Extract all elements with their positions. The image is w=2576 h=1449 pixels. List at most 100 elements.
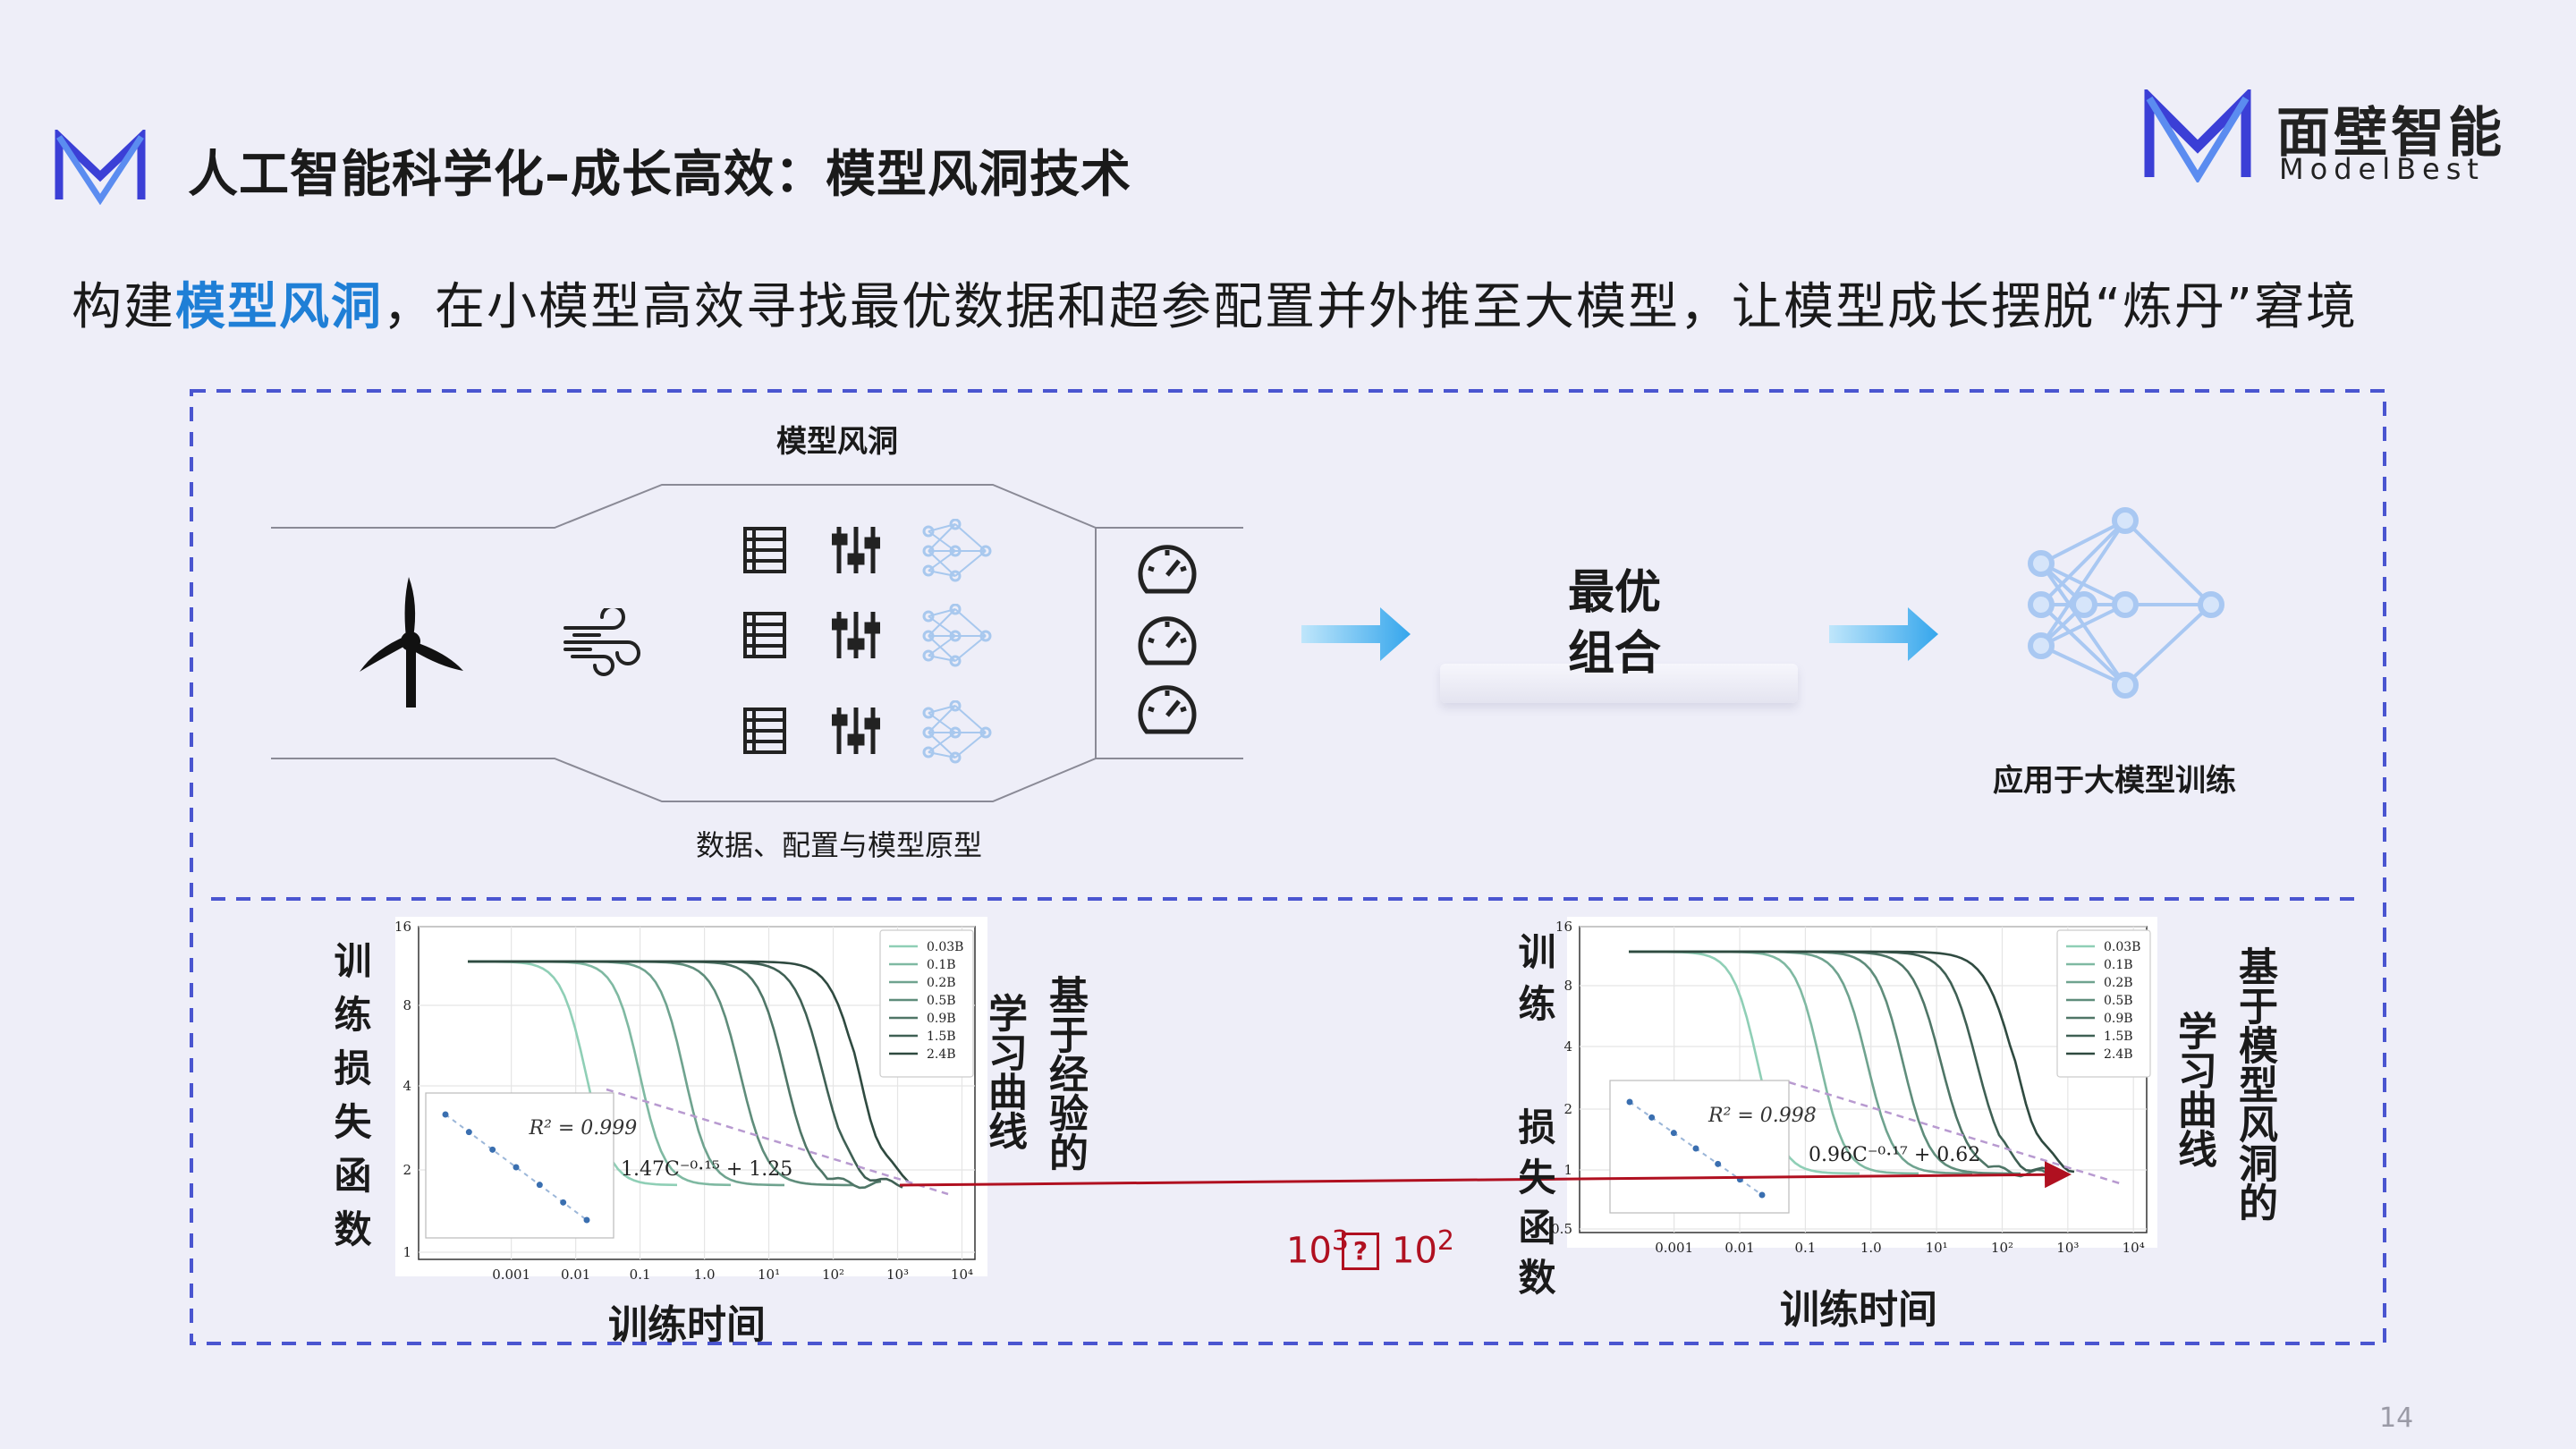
left-xtick-label: 10² xyxy=(822,1267,844,1283)
data-table-icon xyxy=(743,708,786,754)
left-ytick-label: 16 xyxy=(394,919,411,935)
subtitle: 构建模型风洞，在小模型高效寻找最优数据和超参配置并外推至大模型，让模型成长摆脱“… xyxy=(72,267,2358,339)
right-legend-label: 0.1B xyxy=(2104,958,2133,972)
right-ytick-label: 1 xyxy=(1563,1162,1572,1178)
header-logo-icon xyxy=(55,130,146,205)
right-inset-point xyxy=(1626,1098,1633,1106)
right-legend-label: 0.03B xyxy=(2104,940,2140,954)
right-legend-label: 1.5B xyxy=(2104,1030,2133,1044)
left-ytick-label: 4 xyxy=(402,1078,411,1094)
right-xtick-label: 0.001 xyxy=(1655,1240,1693,1256)
left-xtick-label: 0.1 xyxy=(630,1267,651,1283)
left-xtick-label: 10³ xyxy=(886,1267,909,1283)
right-xtick-label: 10⁴ xyxy=(2123,1240,2145,1256)
wind-turbine-icon xyxy=(360,577,463,708)
arrow-label-mid: ? xyxy=(1342,1233,1379,1270)
left-legend-box xyxy=(879,929,974,1078)
left-side-label-2: 学习曲线 xyxy=(981,993,1027,1150)
right-xtick-label: 0.01 xyxy=(1724,1240,1754,1256)
left-inset-point xyxy=(465,1129,472,1136)
right-ytick-label: 16 xyxy=(1555,919,1572,935)
right-xtick-label: 0.1 xyxy=(1794,1240,1816,1256)
optimal-pad xyxy=(1440,664,1798,703)
left-legend-label: 0.5B xyxy=(927,994,956,1008)
left-legend-label: 1.5B xyxy=(927,1030,956,1044)
left-legend-label: 0.03B xyxy=(927,940,963,954)
right-xtick-label: 1.0 xyxy=(1860,1240,1882,1256)
left-xtick-label: 1.0 xyxy=(694,1267,716,1283)
right-xtick-label: 10³ xyxy=(2056,1240,2079,1256)
left-legend-label: 2.4B xyxy=(927,1047,956,1062)
config-sliders-icon xyxy=(832,708,880,754)
left-inset-box xyxy=(425,1092,614,1239)
brand-logo-icon xyxy=(2144,89,2251,182)
model-prototype-icon xyxy=(922,604,992,667)
right-xlabel: 训练时间 xyxy=(1780,1287,1937,1333)
left-side-label-1: 基于经验的 xyxy=(1042,975,1088,1172)
extrapolation-arrow xyxy=(899,1161,2072,1189)
right-legend-label: 0.2B xyxy=(2104,976,2133,990)
right-xtick-label: 10² xyxy=(1991,1240,2013,1256)
right-side-label-1: 基于模型风洞的 xyxy=(2232,946,2277,1222)
left-ytick-label: 1 xyxy=(402,1244,411,1260)
arrow-label-b: 102 xyxy=(1392,1225,1454,1271)
tunnel-label: 模型风洞 xyxy=(776,424,898,460)
left-fit-formula: 1.47C⁻⁰·¹⁵ + 1.25 xyxy=(621,1158,792,1181)
gauge-icon xyxy=(1138,616,1197,665)
optimal-line1: 最优 xyxy=(1568,566,1662,620)
right-inset-point xyxy=(1715,1160,1722,1167)
optimal-line2: 组合 xyxy=(1568,627,1662,681)
right-ylabel-bottom: 损失函数 xyxy=(1513,1107,1556,1308)
gauge-icon xyxy=(1138,685,1197,734)
left-xtick-label: 0.01 xyxy=(561,1267,590,1283)
brand-name-cn: 面壁智能 xyxy=(2276,102,2505,165)
data-table-icon xyxy=(743,612,786,658)
left-inset-point xyxy=(489,1146,496,1153)
model-prototype-icon xyxy=(922,700,992,764)
right-legend-label: 2.4B xyxy=(2104,1047,2133,1062)
left-inset-point xyxy=(560,1199,567,1206)
brand-name-en: ModelBest xyxy=(2279,152,2485,186)
right-inset-point xyxy=(1670,1130,1677,1137)
right-legend-label: 0.5B xyxy=(2104,994,2133,1008)
right-ytick-label: 8 xyxy=(1563,978,1572,994)
config-sliders-icon xyxy=(832,527,880,573)
left-inset-point xyxy=(442,1111,449,1118)
right-ytick-label: 4 xyxy=(1563,1038,1572,1055)
arrow-label-b-base: 10 xyxy=(1392,1230,1437,1272)
right-ytick-label: 2 xyxy=(1563,1101,1572,1117)
right-inset-point xyxy=(1758,1191,1766,1199)
subtitle-prefix: 构建 xyxy=(72,278,175,336)
left-ylabel: 训练损失函数 xyxy=(328,941,372,1263)
right-inset-point xyxy=(1648,1114,1656,1121)
right-fit-formula: 0.96C⁻⁰·¹⁷ + 0.62 xyxy=(1809,1144,1980,1166)
model-prototype-icon xyxy=(922,519,992,582)
gauge-icon xyxy=(1138,545,1197,594)
arrow-label-a: 103 xyxy=(1286,1225,1349,1271)
right-ytick-label: 0.5 xyxy=(1551,1221,1572,1237)
right-legend-label: 0.9B xyxy=(2104,1012,2133,1026)
right-inset-box xyxy=(1609,1080,1790,1214)
right-inset-r2: R² = 0.998 xyxy=(1707,1105,1817,1127)
page-number: 14 xyxy=(2379,1402,2414,1434)
left-xtick-label: 10¹ xyxy=(758,1267,780,1283)
subtitle-suffix: ，在小模型高效寻找最优数据和超参配置并外推至大模型，让模型成长摆脱“炼丹”窘境 xyxy=(383,278,2359,336)
left-inset-point xyxy=(536,1182,543,1189)
right-inset-point xyxy=(1692,1145,1699,1152)
arrow-right-icon xyxy=(1301,607,1411,661)
left-xlabel: 训练时间 xyxy=(608,1302,766,1348)
right-ylabel-top: 训练 xyxy=(1513,932,1556,1036)
right-xtick-label: 10¹ xyxy=(1926,1240,1948,1256)
data-table-icon xyxy=(743,527,786,573)
left-curve-series xyxy=(468,960,909,1182)
left-legend-label: 0.1B xyxy=(927,958,956,972)
right-curve-series xyxy=(1629,950,2075,1174)
arrow-label-a-base: 10 xyxy=(1286,1230,1332,1272)
page-title: 人工智能科学化–成长高效：模型风洞技术 xyxy=(188,146,1131,204)
subtitle-highlight: 模型风洞 xyxy=(175,278,383,336)
arrow-right-icon xyxy=(1829,607,1938,661)
left-ytick-label: 2 xyxy=(402,1162,411,1178)
left-legend-label: 0.2B xyxy=(927,976,956,990)
